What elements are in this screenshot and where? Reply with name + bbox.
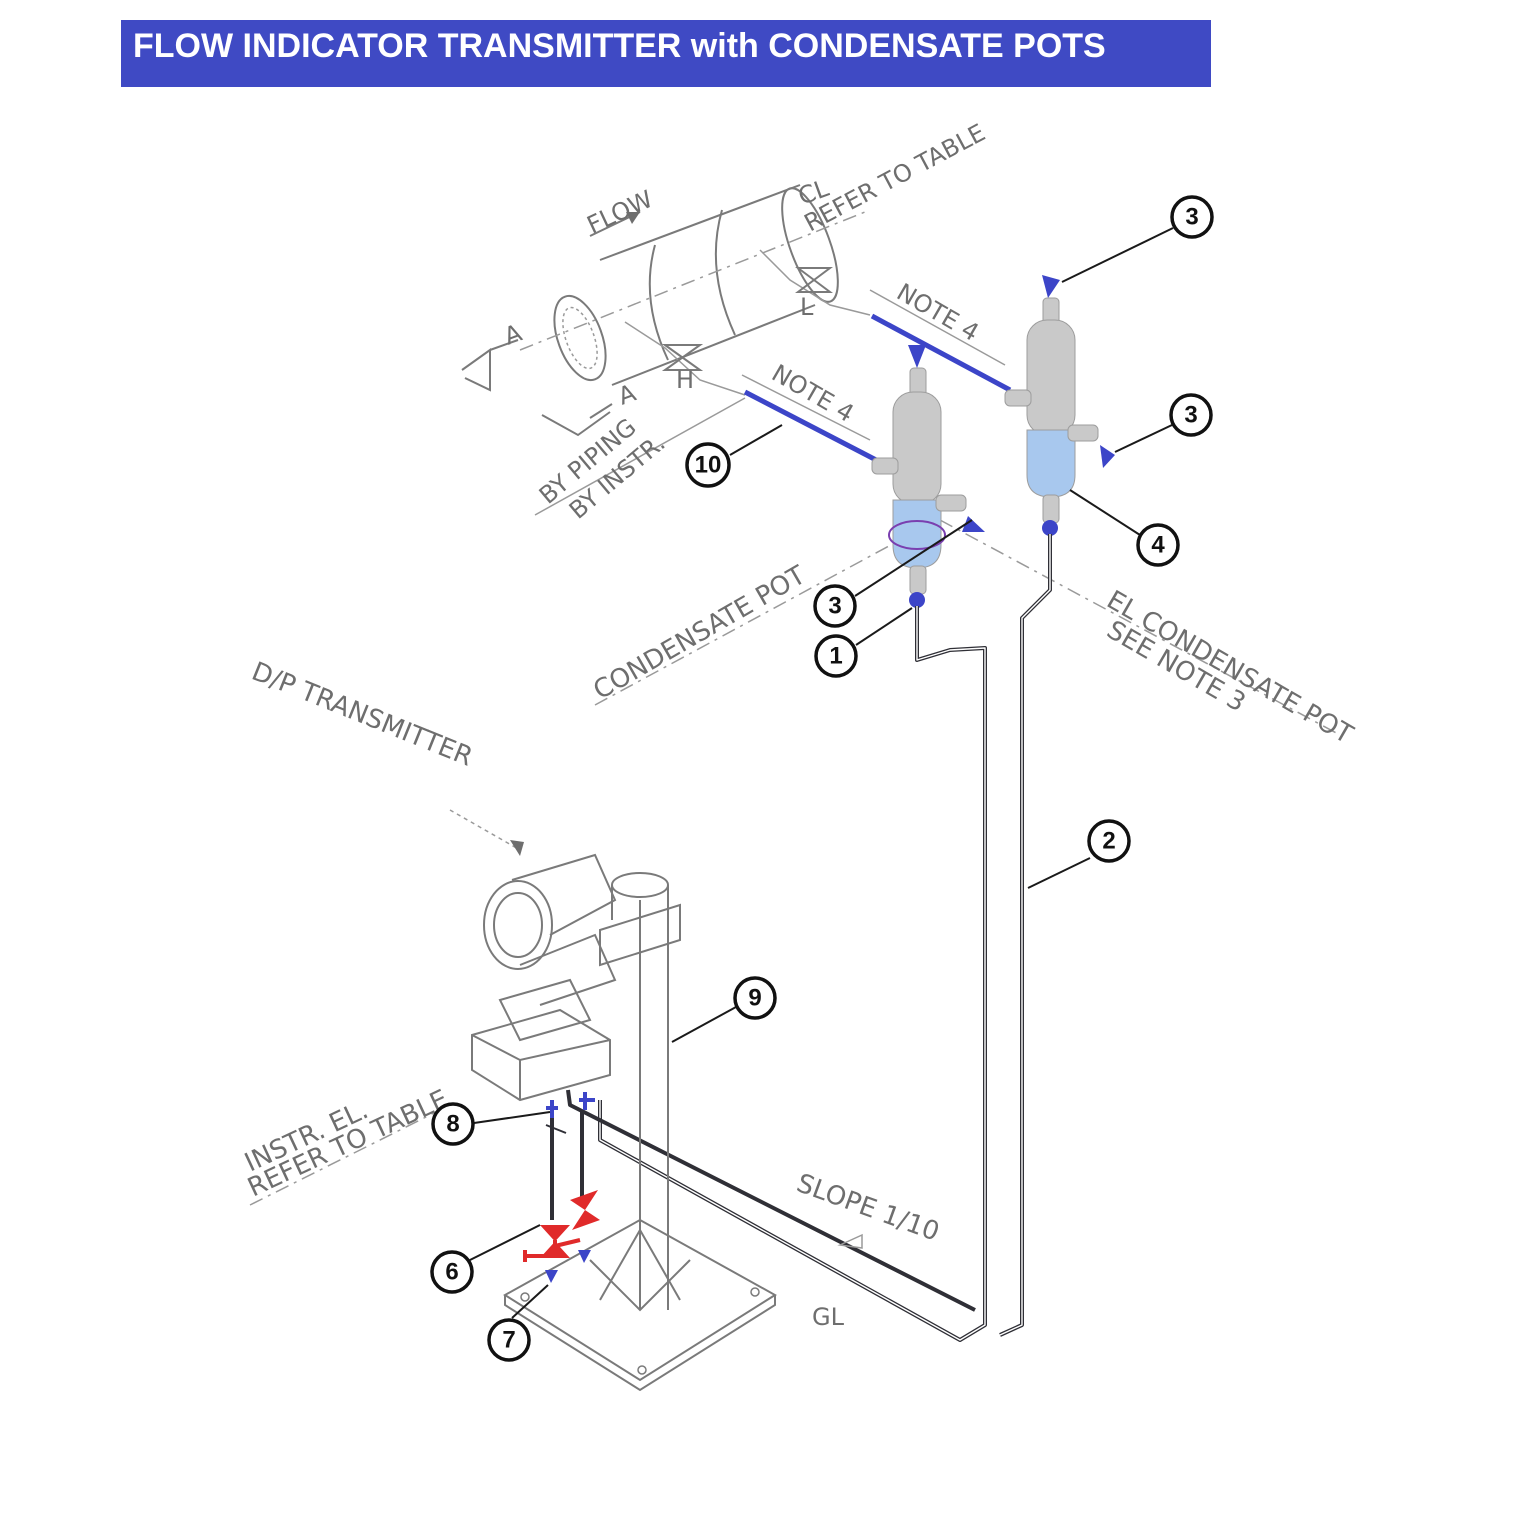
condensate-pot-right <box>1004 275 1115 536</box>
impulse-line-low <box>870 313 1012 393</box>
callout-9: 9 <box>733 976 777 1020</box>
label-slope: SLOPE 1/10 <box>793 1168 944 1247</box>
label-condensate-pot: CONDENSATE POT <box>589 560 811 706</box>
label-h: H <box>676 366 694 394</box>
dp-transmitter-pointer-head <box>510 840 524 856</box>
label-flow: FLOW <box>583 185 657 240</box>
dp-transmitter-pointer <box>449 809 521 851</box>
callout-6-text: 6 <box>445 1259 458 1286</box>
tubing-runs <box>550 534 1052 1342</box>
condensate-pot-left <box>871 345 985 608</box>
callout-3-left-text: 3 <box>828 593 841 620</box>
label-gl: GL <box>812 1303 845 1331</box>
impulse-line-high <box>743 389 882 465</box>
diagram-title: FLOW INDICATOR TRANSMITTER with CONDENSA… <box>133 27 1106 65</box>
isolation-valves <box>523 1190 600 1283</box>
callout-8-text: 8 <box>446 1111 459 1138</box>
note4-right-dim <box>869 289 1006 366</box>
callout-4-text: 4 <box>1151 532 1165 559</box>
callout-10-text: 10 <box>695 452 722 479</box>
callout-7: 7 <box>487 1318 531 1362</box>
slope-marker <box>837 1233 863 1249</box>
callout-leaders <box>469 227 1174 1319</box>
label-refer-to-table-top: REFER TO TABLE <box>800 118 990 237</box>
callout-3-mid-text: 3 <box>1184 402 1197 429</box>
callout-3-left: 3 <box>813 584 857 628</box>
drawing-labels: FLOW CL REFER TO TABLE A A H L NOTE 4 NO… <box>240 118 1358 1331</box>
label-a-bottom: A <box>614 379 640 411</box>
callout-3-top: 3 <box>1170 195 1214 239</box>
title-banner: FLOW INDICATOR TRANSMITTER with CONDENSA… <box>121 20 1211 87</box>
dp-transmitter <box>471 853 617 1102</box>
callout-8: 8 <box>431 1102 475 1146</box>
label-note4-left: NOTE 4 <box>767 359 859 428</box>
callout-1-text: 1 <box>829 643 842 670</box>
tube-fittings <box>545 1092 595 1134</box>
section-mark-a-top <box>461 339 519 392</box>
root-valve-h <box>661 344 704 371</box>
process-pipe <box>519 184 871 396</box>
section-mark-a-bottom <box>541 403 613 437</box>
instr-el-ref-line <box>249 1109 441 1206</box>
flow-arrow-head <box>626 212 640 224</box>
callout-4: 4 <box>1136 523 1180 567</box>
transmitter-stand <box>503 872 777 1392</box>
callout-3-mid: 3 <box>1169 393 1213 437</box>
callout-7-text: 7 <box>502 1327 515 1354</box>
root-valve-l <box>795 267 833 293</box>
label-dp-transmitter: D/P TRANSMITTER <box>247 657 476 773</box>
label-el-condensate-pot: EL CONDENSATE POT <box>1102 585 1358 750</box>
callout-2-text: 2 <box>1102 828 1115 855</box>
el-condensate-pot-ref-line <box>939 519 1341 736</box>
note4-left-dim <box>741 374 871 441</box>
callout-1: 1 <box>814 634 858 678</box>
callout-2: 2 <box>1087 819 1131 863</box>
scope-break-line <box>534 397 746 516</box>
callout-3-top-text: 3 <box>1185 204 1198 231</box>
callout-10: 10 <box>685 442 731 488</box>
callout-6: 6 <box>430 1250 474 1294</box>
label-l: L <box>800 293 814 321</box>
callout-9-text: 9 <box>748 985 761 1012</box>
